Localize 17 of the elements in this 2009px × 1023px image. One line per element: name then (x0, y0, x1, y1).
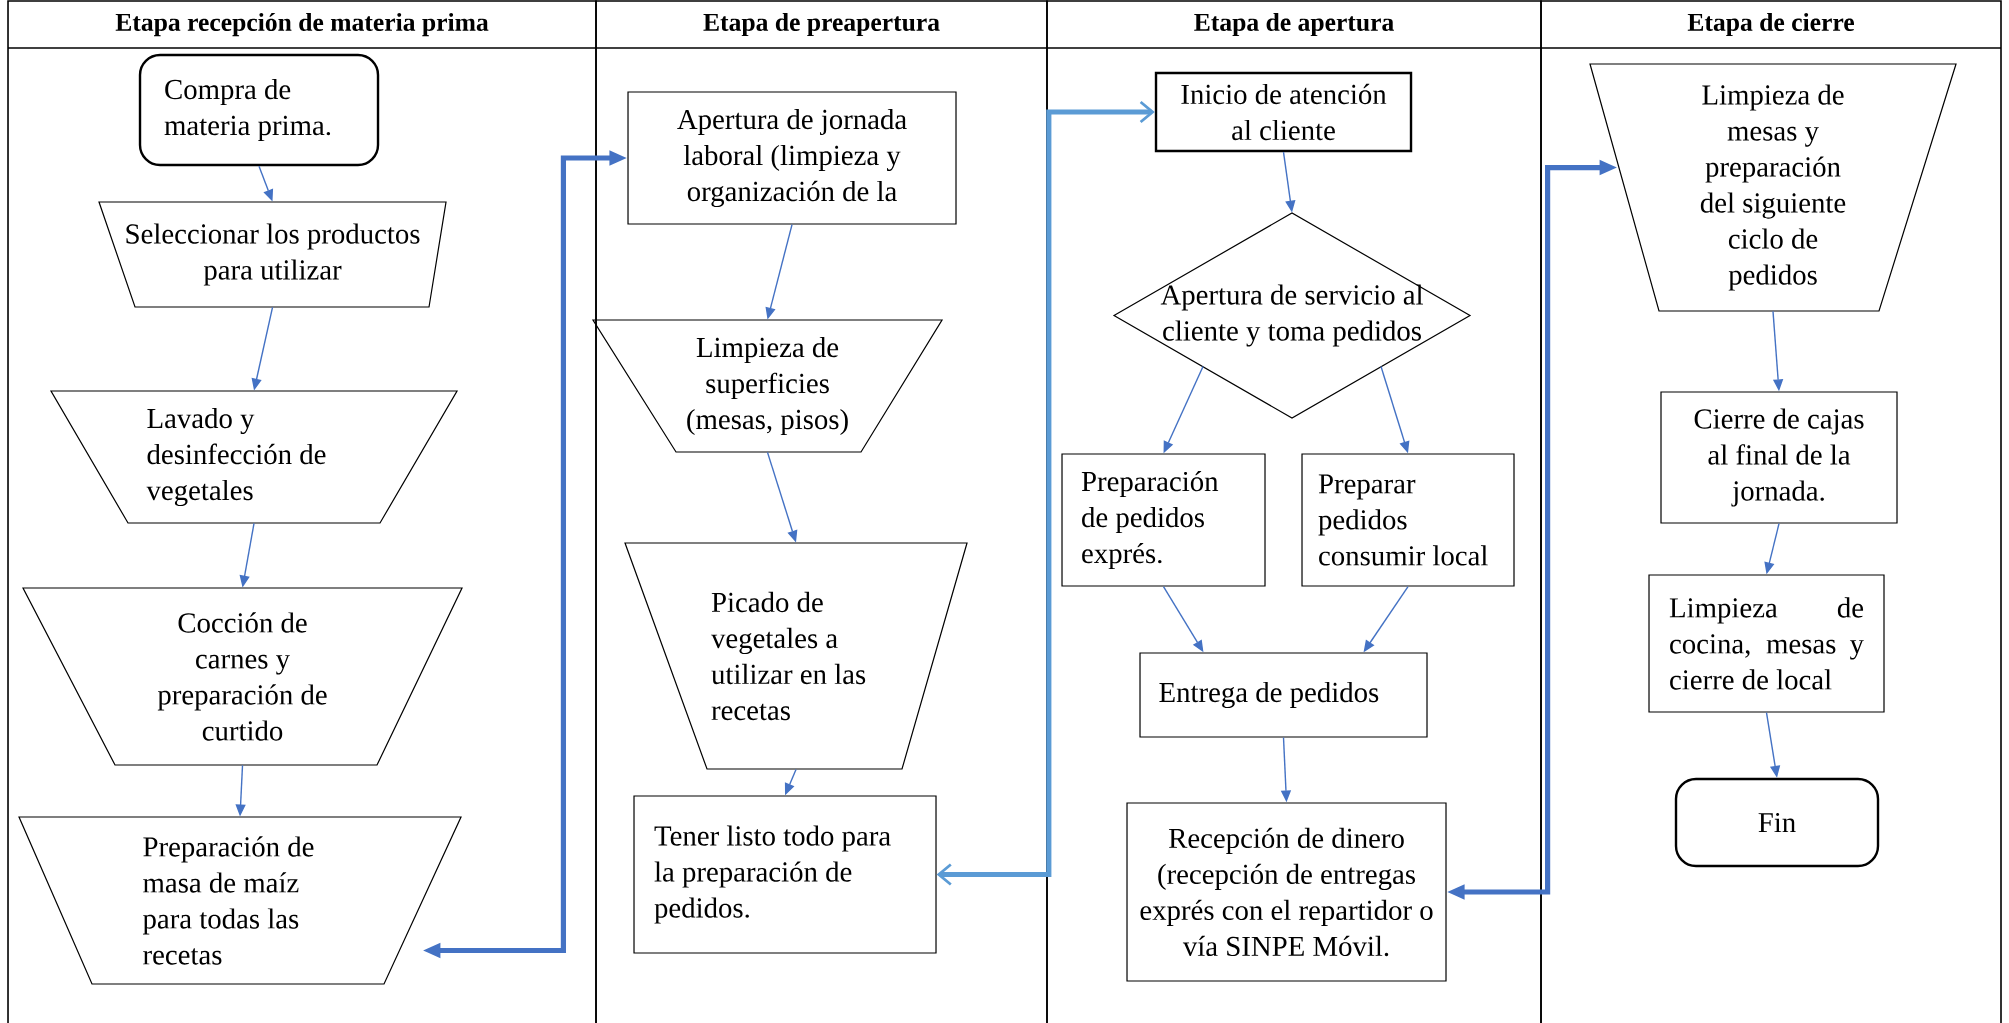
trapezoid-box: Picado de vegetales a utilizar en las recetas (624, 542, 968, 770)
process-box: Inicio de atención al cliente (1154, 71, 1413, 153)
process-box: Limpieza de cocina, mesas y cierre de local (1648, 574, 1885, 713)
trapezoid-box: Seleccionar los productos para utilizar (98, 201, 447, 308)
trapezoid-box: Limpieza de mesas y preparación del siguiente ciclo de pedidos (1589, 63, 1957, 312)
terminal-box: Fin (1674, 777, 1880, 868)
process-box: Cierre de cajas al final de la jornada. (1660, 391, 1898, 524)
process-box: Recepción de dinero (recepción de entregas exprés con el repartidor o vía SINPE Móvil. (1126, 802, 1447, 982)
trapezoid-box: Cocción de carnes y preparación de curtido (22, 587, 463, 766)
arrow (936, 100, 1155, 886)
process-box: Apertura de jornada laboral (limpieza y organización de la (627, 91, 957, 225)
process-box: Entrega de pedidos (1139, 652, 1428, 738)
process-box: Preparación de pedidos exprés. (1061, 453, 1266, 587)
process-box: Tener listo todo para la preparación de pedidos. (633, 795, 937, 954)
process-box: Preparar pedidos consumir local (1301, 453, 1515, 587)
trapezoid-box: Preparación de masa de maíz para todas las recetas (18, 816, 462, 985)
terminal-box: Compra de materia prima. (138, 53, 380, 167)
